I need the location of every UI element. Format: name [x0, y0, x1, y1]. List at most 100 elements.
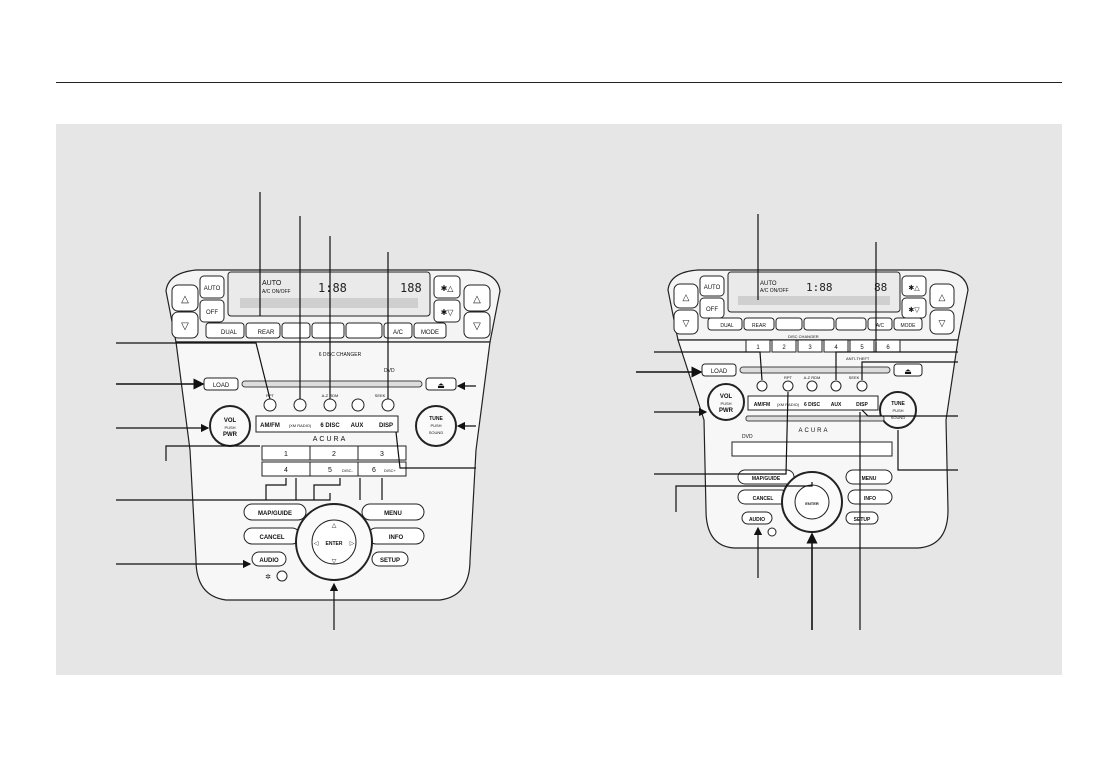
left-dvd-label: DVD [384, 368, 395, 374]
left-tune-knob[interactable] [415, 405, 457, 447]
right-disc-3-button[interactable] [797, 339, 823, 353]
left-xm-button[interactable]: (XM RADIO) [289, 423, 312, 428]
right-audio-button[interactable] [741, 511, 773, 525]
left-preset-label-2: 2 [332, 451, 336, 458]
left-rpt-button[interactable] [263, 398, 277, 412]
right-setup-button[interactable] [845, 511, 879, 525]
left-brightness-knob[interactable] [276, 570, 288, 582]
left-eject-button[interactable] [425, 377, 457, 391]
right-unit: △ ▽ AUTO OFF AUTO A/C ON/OFF 1:88 88 ✱△ … [667, 269, 969, 549]
left-preset-3[interactable] [357, 445, 407, 461]
left-temp-up-button-r[interactable] [463, 284, 491, 312]
left-display-auto: AUTO [262, 280, 282, 287]
eject-icon: ⏏ [437, 381, 445, 390]
right-recirc-button[interactable] [835, 317, 867, 331]
right-scan-button[interactable] [856, 380, 868, 392]
right-ac-button[interactable] [867, 317, 893, 331]
left-source-bar [255, 415, 399, 433]
right-disc-6-label: 6 [886, 345, 890, 351]
right-map-guide-label: MAP/GUIDE [752, 476, 781, 482]
left-az-rdm-button[interactable] [323, 398, 337, 412]
right-off-label: OFF [706, 307, 718, 313]
left-brand-label: ACURA [313, 436, 348, 443]
left-audio-label: AUDIO [259, 558, 279, 564]
triangle-down-icon: ▽ [473, 321, 481, 332]
right-rpt-button[interactable] [756, 380, 768, 392]
left-menu-button[interactable] [361, 503, 425, 521]
right-xm-button[interactable]: (XM RADIO) [777, 402, 800, 407]
right-defrost-button[interactable] [775, 317, 803, 331]
left-dual-button[interactable] [205, 322, 245, 339]
left-rear-defrost-button[interactable] [311, 322, 345, 339]
right-disc-5-label: 5 [860, 345, 864, 351]
left-setup-button[interactable] [371, 551, 409, 567]
left-display-digits-2: 188 [400, 281, 422, 295]
left-off-button[interactable] [199, 299, 225, 323]
right-mode-label: MODE [901, 323, 917, 329]
left-ac-button[interactable] [383, 322, 413, 339]
left-amfm-button[interactable]: AM/FM [260, 423, 280, 429]
left-disp-button[interactable]: DISP [379, 423, 393, 429]
right-temp-down-button[interactable] [673, 309, 699, 335]
right-disc-2-label: 2 [782, 345, 786, 351]
left-display-digits-1: 1:88 [318, 281, 347, 295]
left-temp-up-button[interactable] [171, 284, 199, 312]
left-vol-push: PUSH [224, 425, 235, 430]
right-fan-up-button[interactable] [901, 275, 927, 297]
left-rdm-button[interactable] [293, 398, 307, 412]
left-map-guide-button[interactable] [243, 503, 307, 521]
right-eject-button[interactable] [893, 363, 923, 377]
dial-up-icon: △ [332, 523, 337, 529]
left-temp-down-button[interactable] [171, 311, 199, 339]
right-rdm-button[interactable] [782, 380, 794, 392]
left-fan-up-button[interactable] [433, 275, 461, 299]
left-fan-down-button[interactable] [433, 299, 461, 323]
right-disp-button[interactable]: DISP [856, 402, 868, 408]
fan-up-icon: ✱△ [441, 284, 455, 293]
right-tune-sound: SOUND [891, 415, 906, 420]
right-disc-button[interactable]: 6 DISC [804, 402, 821, 408]
left-rear-button[interactable] [245, 322, 281, 339]
right-auto-button[interactable] [699, 275, 725, 297]
right-load-label: LOAD [711, 369, 728, 375]
left-seek-label: SEEK [375, 393, 386, 398]
left-enter-label: ENTER [326, 541, 343, 547]
right-changer-label: DISC CHANGER [788, 334, 819, 339]
left-preset-6[interactable] [357, 461, 407, 477]
right-disc-1-label: 1 [756, 345, 760, 351]
right-vol-knob[interactable] [707, 383, 745, 421]
right-disc-2-button[interactable] [771, 339, 797, 353]
right-menu-button[interactable] [845, 469, 893, 485]
left-map-guide-label: MAP/GUIDE [258, 511, 292, 517]
left-recirc-button[interactable] [345, 322, 383, 339]
right-aux-button[interactable]: AUX [831, 402, 842, 408]
right-dual-button[interactable] [707, 317, 743, 331]
right-mode-button[interactable] [893, 317, 923, 331]
triangle-up-icon: △ [473, 294, 481, 305]
right-temp-down-button-r[interactable] [929, 309, 955, 335]
right-amfm-button[interactable]: AM/FM [754, 402, 770, 408]
left-auto-button[interactable] [199, 275, 225, 299]
left-disc-button[interactable]: 6 DISC [320, 423, 340, 429]
right-rear-defrost-button[interactable] [803, 317, 835, 331]
triangle-down-icon: ▽ [939, 318, 946, 328]
right-seek-button[interactable] [830, 380, 842, 392]
right-info-button[interactable] [847, 489, 893, 505]
left-mode-button[interactable] [413, 322, 447, 339]
left-dual-label: DUAL [221, 330, 238, 336]
right-tune-knob[interactable] [879, 391, 917, 429]
left-aux-button[interactable]: AUX [351, 423, 364, 429]
right-temp-up-button[interactable] [673, 283, 699, 309]
right-az-rdm-button[interactable] [806, 380, 818, 392]
right-brightness-knob[interactable] [767, 527, 777, 537]
left-scan-button[interactable] [381, 398, 395, 412]
left-defrost-button[interactable] [281, 322, 311, 339]
left-seek-button[interactable] [351, 398, 365, 412]
right-temp-up-button-r[interactable] [929, 283, 955, 309]
left-temp-down-button-r[interactable] [463, 311, 491, 339]
left-tune-sound: SOUND [429, 430, 444, 435]
left-enter-button[interactable] [311, 519, 357, 565]
right-rear-button[interactable] [743, 317, 775, 331]
left-audio-button[interactable] [251, 551, 287, 567]
left-tune-label: TUNE [429, 416, 443, 422]
